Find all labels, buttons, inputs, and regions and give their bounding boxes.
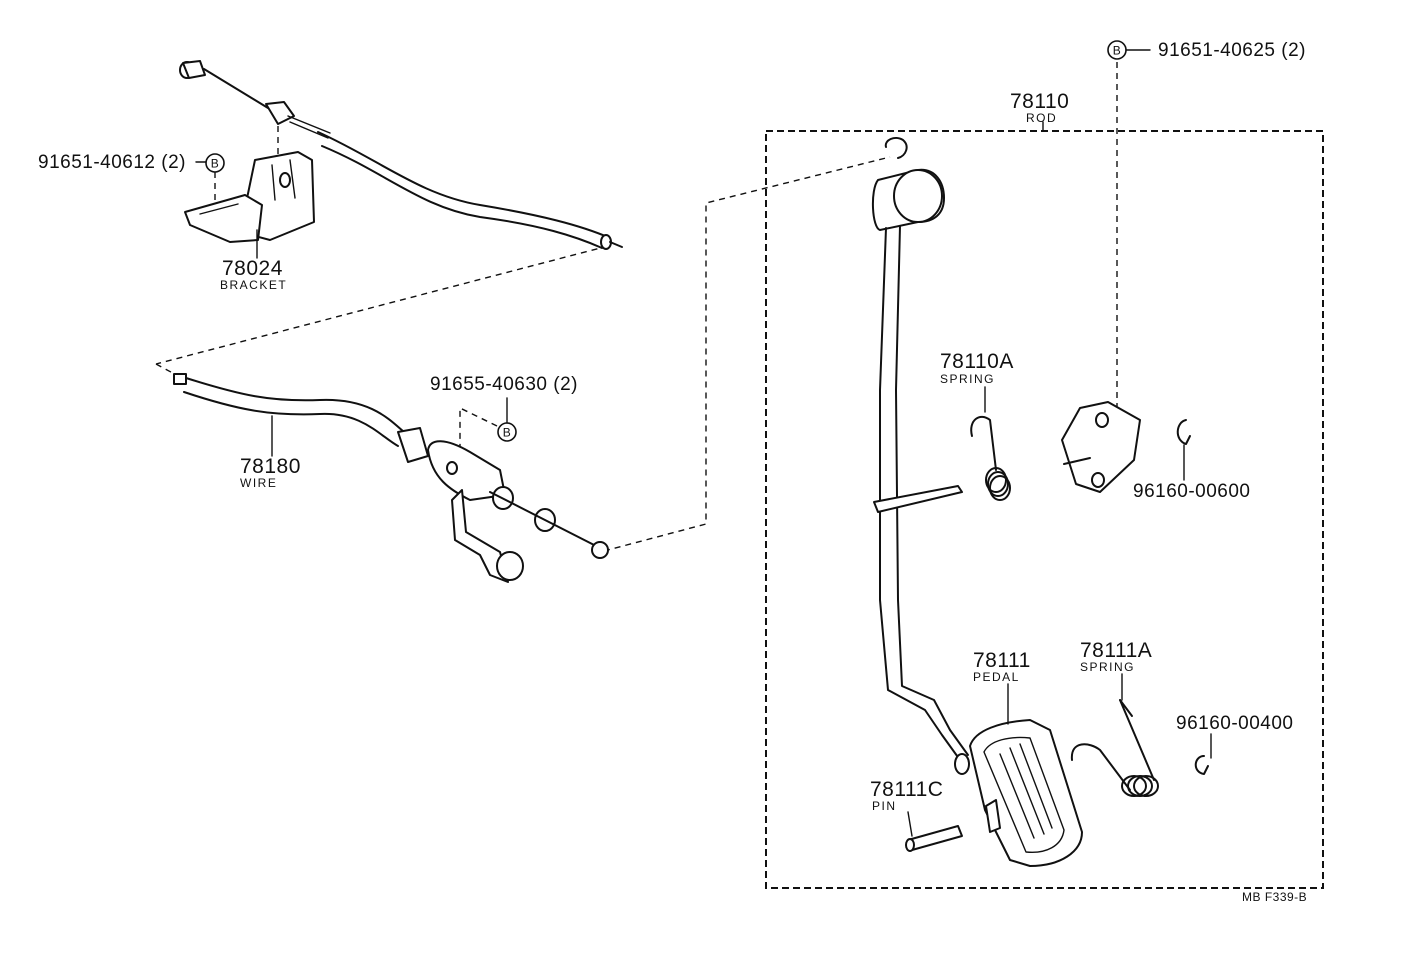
bracket-part-number: 78024 [222,257,283,280]
bolt-marker-bracket: B [205,153,225,173]
bracket-plate-drawing [1061,401,1191,493]
svg-text:B: B [211,157,220,171]
bracket-cable-drawing [179,60,623,250]
clip-lower-number: 96160-00400 [1176,713,1294,734]
spring-b-drawing [1070,699,1209,797]
spring-a-part-name: SPRING [940,372,995,386]
wire-drawing [173,373,609,583]
spring-b-part-number: 78111A [1080,639,1152,662]
rod-part-name: ROD [1026,111,1057,125]
spring-a-drawing [970,415,1011,501]
pin-part-name: PIN [872,799,897,813]
spring-a-part-number: 78110A [940,350,1014,373]
clip-upper-number: 96160-00600 [1133,481,1251,502]
pedal-part-number: 78111 [973,649,1031,672]
rod-drawing [872,137,970,775]
rod-part-number: 78110 [1010,90,1069,113]
pedal-part-name: PEDAL [973,670,1020,684]
rod-assembly-frame [765,130,1324,889]
pin-drawing [905,825,963,852]
label-leaders [195,49,1212,837]
svg-text:B: B [503,426,512,440]
bolt-wire-number: 91655-40630 (2) [430,374,578,395]
bolt-rod-number: 91651-40625 (2) [1158,40,1306,61]
spring-b-part-name: SPRING [1080,660,1135,674]
pin-part-number: 78111C [870,778,943,801]
wire-part-number: 78180 [240,455,301,478]
wire-part-name: WIRE [240,476,277,490]
pedal-drawing [969,719,1083,867]
bolt-marker-wire: B [497,422,517,442]
bracket-part-name: BRACKET [220,278,287,292]
diagram-code: MB F339-B [1242,890,1307,904]
bolt-bracket-number: 91651-40612 (2) [38,152,186,173]
svg-text:B: B [1113,44,1122,58]
bolt-marker-rod: B [1107,40,1127,60]
